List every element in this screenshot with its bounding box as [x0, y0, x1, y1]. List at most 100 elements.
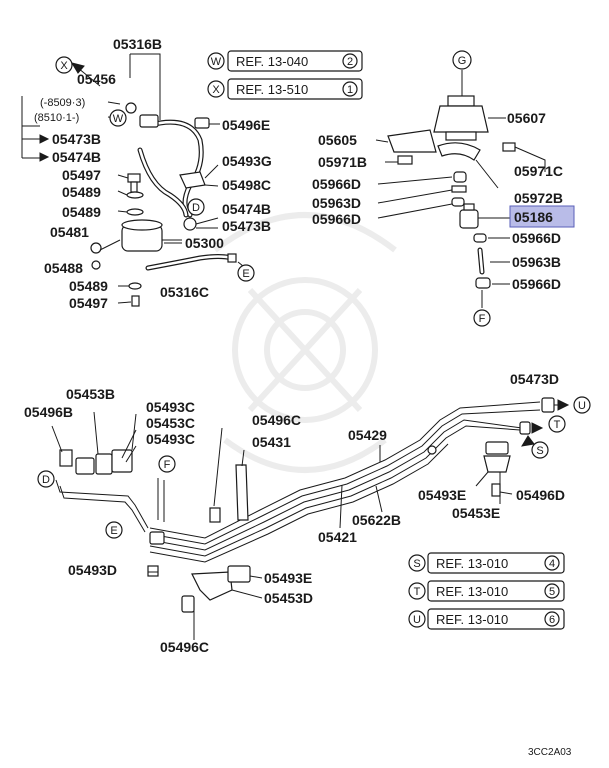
label-05971b[interactable]: 05971B [318, 154, 367, 170]
label-05497-bottom[interactable]: 05497 [69, 295, 108, 311]
ref-text-u: REF. 13-010 [436, 612, 508, 627]
ref-circle-w [207, 52, 225, 70]
ref-circle-u [408, 610, 426, 628]
label-05497-top[interactable]: 05497 [62, 167, 101, 183]
ref-num-x: 1 [347, 84, 353, 96]
label-05453b[interactable]: 05453B [66, 386, 115, 402]
label-05489-top[interactable]: 05489 [62, 184, 101, 200]
label-05453e[interactable]: 05453E [452, 505, 500, 521]
ref-num-u: 6 [549, 614, 555, 626]
top-left-assembly [21, 53, 249, 307]
label-05481[interactable]: 05481 [50, 224, 89, 240]
label-05966d-4[interactable]: 05966D [512, 276, 561, 292]
label-05493c-2[interactable]: 05493C [146, 431, 195, 447]
reference-box-t[interactable]: T REF. 13-010 5 [408, 580, 565, 602]
ref-num-circle-x [342, 81, 358, 97]
ref-circle-x [207, 80, 225, 98]
label-05966d-2[interactable]: 05966D [312, 211, 361, 227]
label-05316c[interactable]: 05316C [160, 284, 209, 300]
label-05496c-2[interactable]: 05496C [160, 639, 209, 655]
ref-num-s: 4 [549, 558, 555, 570]
label-05493c-1[interactable]: 05493C [146, 399, 195, 415]
label-05429[interactable]: 05429 [348, 427, 387, 443]
ref-letter-t: T [414, 586, 421, 598]
reference-box-x[interactable]: X REF. 13-510 1 [207, 78, 363, 100]
callout-circle-f-top [473, 309, 491, 327]
ref-text-t: REF. 13-010 [436, 584, 508, 599]
label-05493g[interactable]: 05493G [222, 153, 272, 169]
label-05473b[interactable]: 05473B [52, 131, 101, 147]
callout-circle-f-bottom [158, 455, 176, 473]
label-05496b[interactable]: 05496B [24, 404, 73, 420]
ref-box-u [427, 608, 565, 630]
callout-w: W [113, 113, 124, 125]
label-05474b-lower[interactable]: 05474B [222, 201, 271, 217]
range-label-2: (8510·1-) [34, 112, 79, 124]
label-05489-mid[interactable]: 05489 [62, 204, 101, 220]
callout-circle-d-top [187, 198, 205, 216]
label-05489-bottom[interactable]: 05489 [69, 278, 108, 294]
watermark-logo [213, 212, 397, 473]
label-05473d[interactable]: 05473D [510, 371, 559, 387]
ref-box-w [227, 50, 363, 72]
label-05607[interactable]: 05607 [507, 110, 546, 126]
callout-g: G [458, 55, 467, 67]
label-05605[interactable]: 05605 [318, 132, 357, 148]
callout-x: X [60, 60, 68, 72]
ref-text-s: REF. 13-010 [436, 556, 508, 571]
label-05496c-1[interactable]: 05496C [252, 412, 301, 428]
label-05453c[interactable]: 05453C [146, 415, 195, 431]
range-label-1: (-8509·3) [40, 97, 85, 109]
label-05473b-lower[interactable]: 05473B [222, 218, 271, 234]
callout-e-bottom: E [110, 525, 117, 537]
ref-text-w: REF. 13-040 [236, 54, 308, 69]
callout-d-top: D [192, 202, 200, 214]
callout-circle-t [548, 415, 566, 433]
ref-letter-x: X [212, 84, 220, 96]
label-05971c[interactable]: 05971C [514, 163, 563, 179]
label-05456[interactable]: 05456 [77, 71, 116, 87]
label-05498c[interactable]: 05498C [222, 177, 271, 193]
callout-t: T [554, 419, 561, 431]
callout-s: S [536, 445, 543, 457]
bottom-pipe-assembly [51, 397, 570, 640]
top-right-assembly [375, 70, 546, 308]
label-05316b[interactable]: 05316B [113, 36, 162, 52]
callout-e-top: E [242, 268, 249, 280]
label-05963b[interactable]: 05963B [512, 254, 561, 270]
ref-circle-s [408, 554, 426, 572]
reference-box-u[interactable]: U REF. 13-010 6 [408, 608, 565, 630]
callout-circle-d-bottom [37, 470, 55, 488]
label-05496e[interactable]: 05496E [222, 117, 270, 133]
label-05963d[interactable]: 05963D [312, 195, 361, 211]
label-05488[interactable]: 05488 [44, 260, 83, 276]
label-05453d[interactable]: 05453D [264, 590, 313, 606]
callout-circle-g [452, 50, 472, 70]
callout-circles: X W D E G F D E F S T U [37, 50, 591, 539]
ref-box-s [427, 552, 565, 574]
reference-box-s[interactable]: S REF. 13-010 4 [408, 552, 565, 574]
ref-num-w: 2 [347, 56, 353, 68]
label-05966d-1[interactable]: 05966D [312, 176, 361, 192]
ref-circle-t [408, 582, 426, 600]
callout-circle-w [109, 109, 127, 127]
ref-letter-u: U [413, 614, 421, 626]
label-05622b[interactable]: 05622B [352, 512, 401, 528]
label-05186[interactable]: 05186 [514, 209, 553, 225]
callout-circle-e-bottom [105, 521, 123, 539]
label-05972b[interactable]: 05972B [514, 190, 563, 206]
label-05496d[interactable]: 05496D [516, 487, 565, 503]
label-05300[interactable]: 05300 [185, 235, 224, 251]
label-05474b[interactable]: 05474B [52, 149, 101, 165]
label-05421[interactable]: 05421 [318, 529, 357, 545]
label-05493d[interactable]: 05493D [68, 562, 117, 578]
ref-num-circle-w [342, 53, 358, 69]
part-labels: 05316B 05456 (-8509·3) (8510·1-) 05473B … [24, 36, 575, 655]
label-05431[interactable]: 05431 [252, 434, 291, 450]
label-05493e-2[interactable]: 05493E [264, 570, 312, 586]
label-05966d-3[interactable]: 05966D [512, 230, 561, 246]
label-05493e-1[interactable]: 05493E [418, 487, 466, 503]
ref-num-circle-t [544, 583, 560, 599]
reference-box-w[interactable]: W REF. 13-040 2 [207, 50, 363, 72]
